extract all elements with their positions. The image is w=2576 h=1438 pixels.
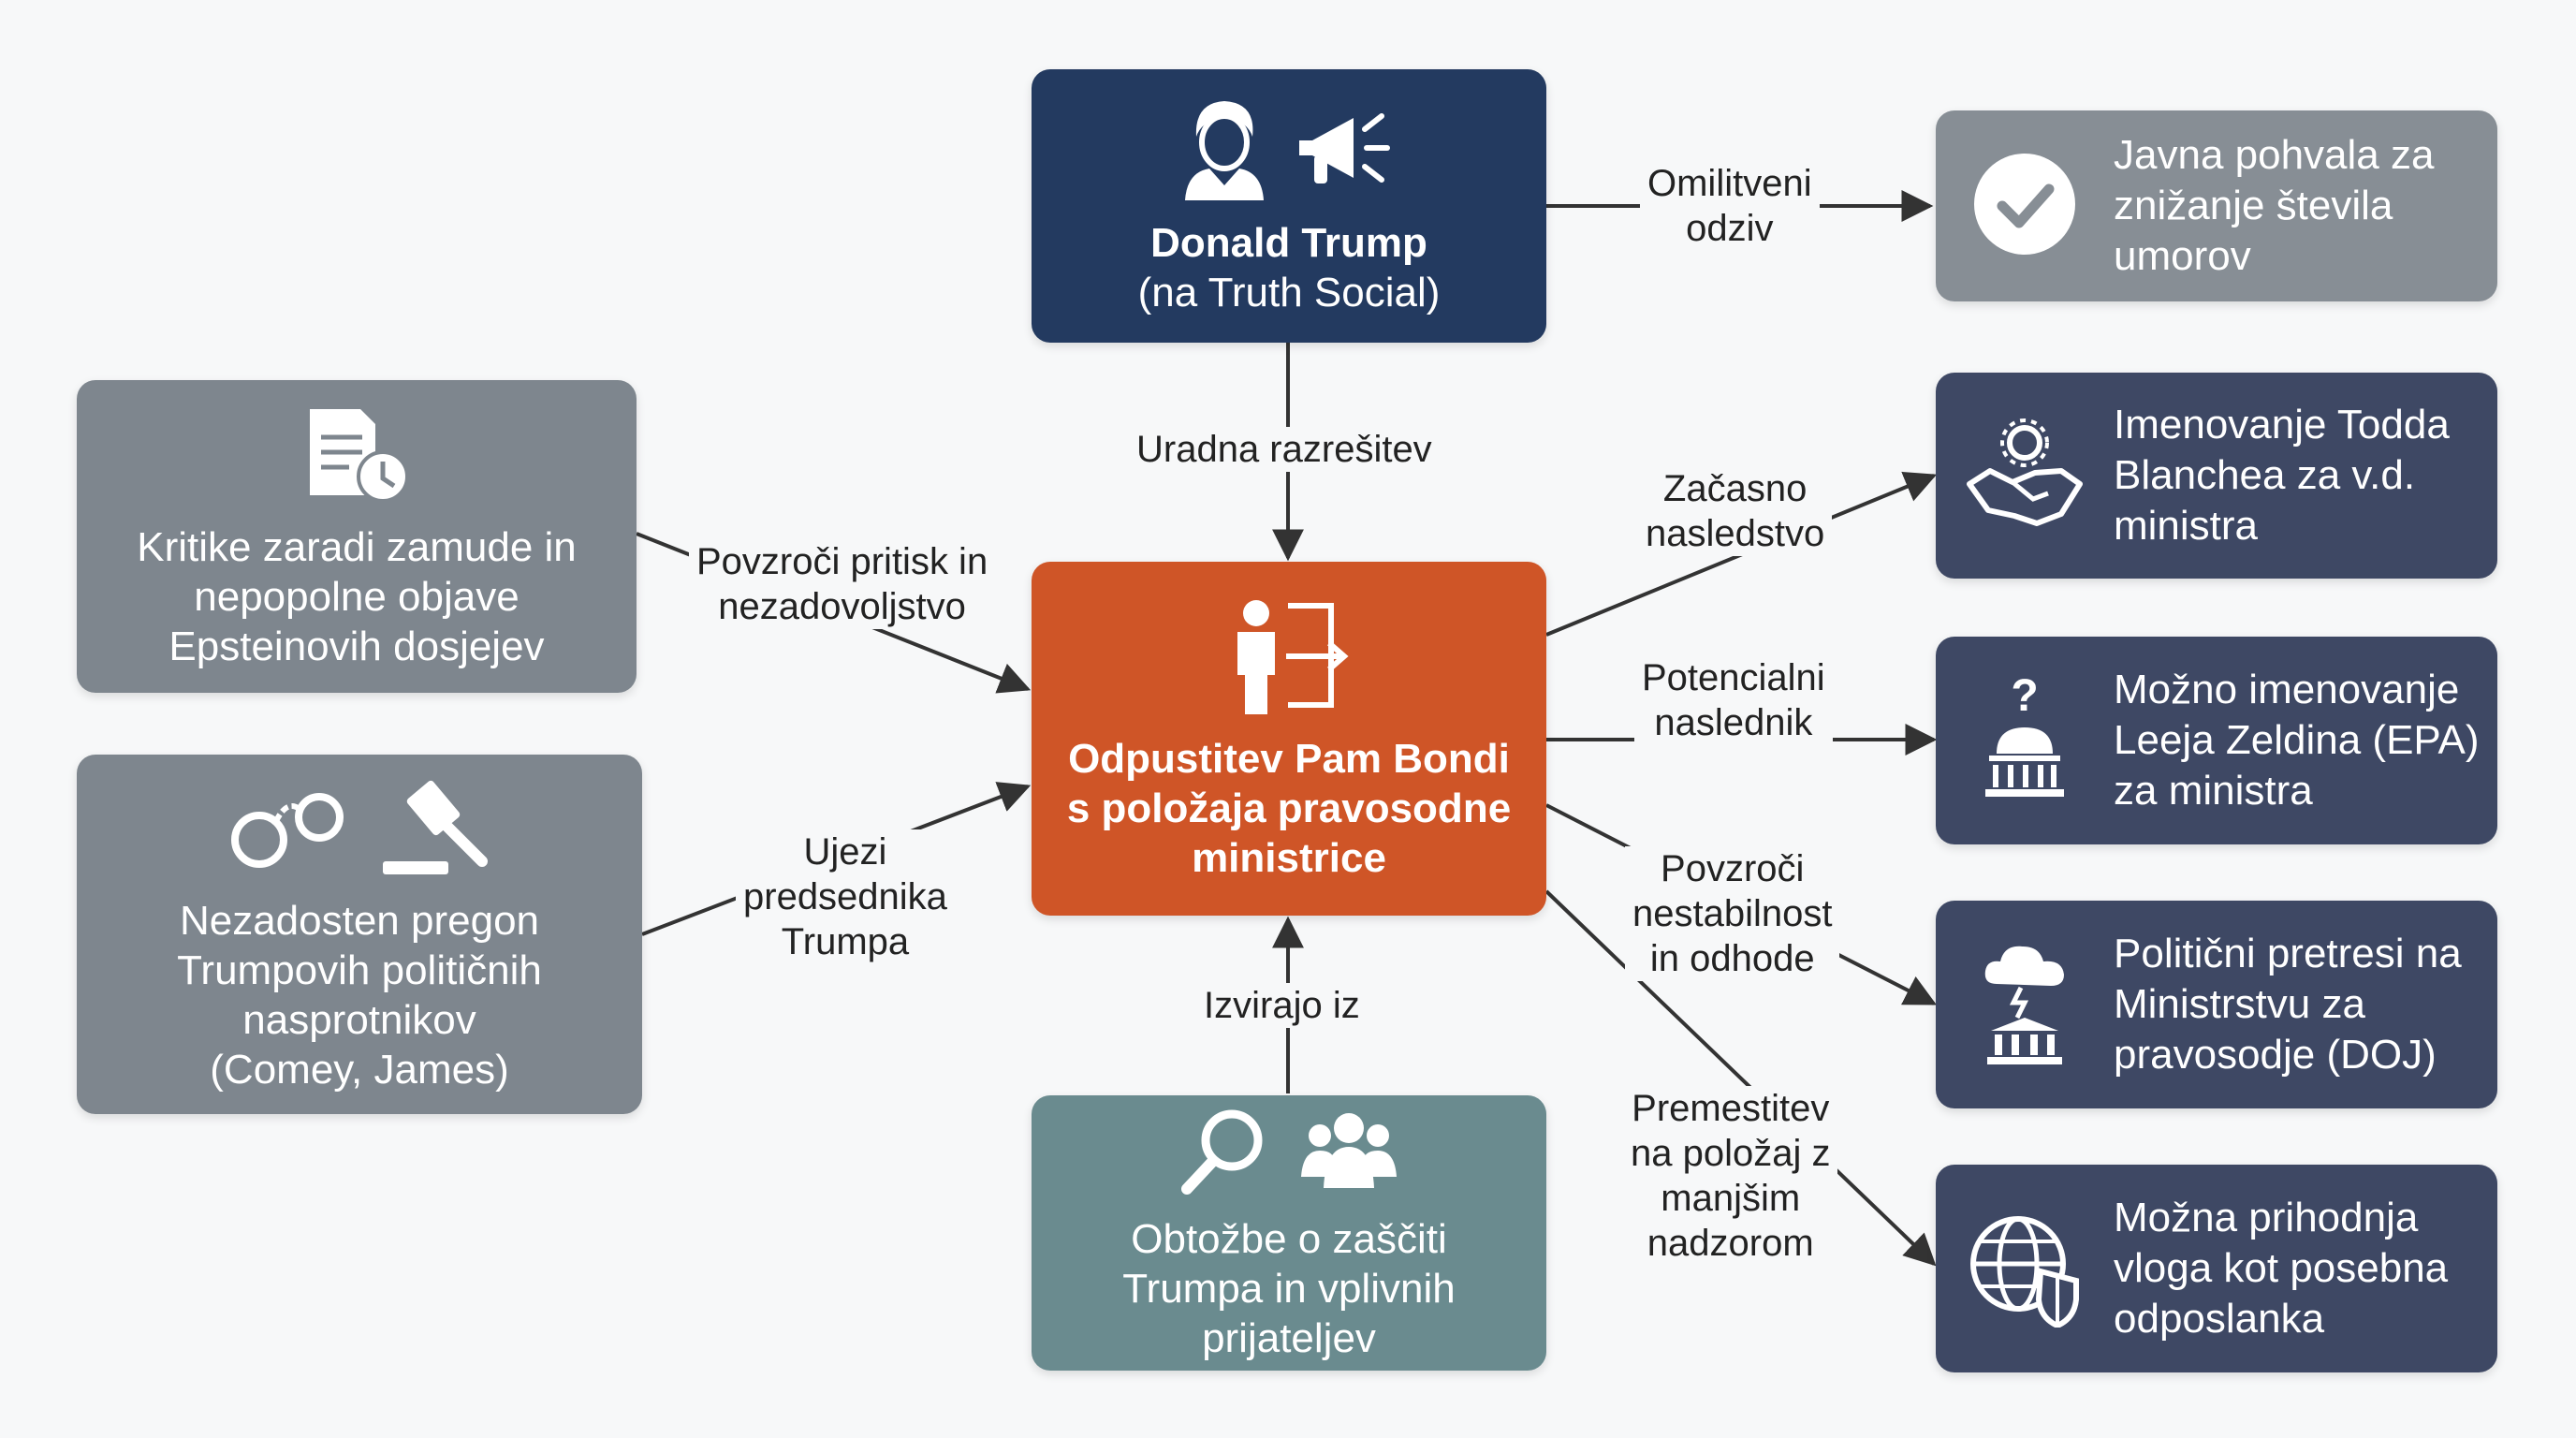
- edge-label-instability: Povzroči nestabilnost in odhode: [1625, 846, 1840, 981]
- checkmark-icon: [1972, 152, 2077, 261]
- node-zeldin-text: Možno imenovanje Leeja Zeldina (EPA) za …: [2114, 667, 2480, 814]
- svg-text:?: ?: [2011, 673, 2038, 721]
- edge-label-stem: Izvirajo iz: [1196, 983, 1368, 1028]
- node-dismissal-text: Odpustitev Pam Bondi s položaja pravosod…: [1066, 736, 1512, 881]
- node-accusations: Obtožbe o zaščiti Trumpa in vplivnih pri…: [1032, 1095, 1546, 1371]
- edge-label-transfer: Premestitev na položaj z manjšim nadzoro…: [1623, 1086, 1838, 1266]
- storm-courthouse-icon: [1978, 937, 2071, 1073]
- node-epstein-files: Kritike zaradi zamude in nepopolne objav…: [77, 380, 637, 693]
- node-accusations-text: Obtožbe o zaščiti Trumpa in vplivnih pri…: [1122, 1216, 1456, 1361]
- edge-label-official: Uradna razrešitev: [1129, 427, 1440, 472]
- node-doj-purges-text: Politični pretresi na Ministrstvu za pra…: [2114, 931, 2462, 1078]
- node-doj-purges: Politični pretresi na Ministrstvu za pra…: [1936, 901, 2497, 1108]
- node-zeldin: ? Možno imenovanje Leeja Zeldina (EPA) z…: [1936, 637, 2497, 844]
- megaphone-icon: [1294, 101, 1397, 199]
- edge-label-softened: Omilitveni odziv: [1640, 161, 1820, 251]
- node-donald-trump-title: Donald Trump: [1150, 219, 1427, 266]
- capitol-question-icon: ?: [1978, 671, 2071, 809]
- node-special-envoy-text: Možna prihodnja vloga kot posebna odposl…: [2114, 1195, 2449, 1342]
- edge-center-envoy: [1544, 889, 1937, 1267]
- node-public-praise-text: Javna pohvala za znižanje števila umorov: [2114, 132, 2435, 279]
- node-prosecution-text: Nezadosten pregon Trumpovih političnih n…: [177, 897, 542, 1093]
- node-epstein-files-text: Kritike zaradi zamude in nepopolne objav…: [137, 524, 577, 669]
- node-prosecution: Nezadosten pregon Trumpovih političnih n…: [77, 755, 642, 1114]
- group-icon: [1297, 1108, 1400, 1196]
- edge-label-pressure: Povzroči pritisk in nezadovoljstvo: [689, 539, 996, 629]
- node-blanche-text: Imenovanje Todda Blanchea za v.d. minist…: [2114, 402, 2450, 549]
- edge-label-temporary: Začasno nasledstvo: [1638, 466, 1833, 556]
- man-portrait-icon: [1181, 95, 1267, 205]
- node-donald-trump-subtitle: (na Truth Social): [1137, 269, 1441, 315]
- gavel-icon: [377, 775, 490, 883]
- node-special-envoy: Možna prihodnja vloga kot posebna odposl…: [1936, 1165, 2497, 1372]
- node-donald-trump: Donald Trump (na Truth Social): [1032, 69, 1546, 343]
- handshake-icon: [1964, 413, 2086, 539]
- edge-label-potential: Potencialni naslednik: [1634, 655, 1833, 745]
- edge-label-anger: Ujezi predsednika Trumpa: [736, 829, 955, 964]
- node-dismissal: Odpustitev Pam Bondi s položaja pravosod…: [1032, 562, 1546, 916]
- document-clock-icon: [300, 402, 413, 509]
- globe-shield-icon: [1964, 1206, 2086, 1332]
- node-public-praise: Javna pohvala za znižanje števila umorov: [1936, 110, 2497, 301]
- magnifier-icon: [1178, 1103, 1271, 1201]
- node-blanche: Imenovanje Todda Blanchea za v.d. minist…: [1936, 373, 2497, 579]
- handcuffs-icon: [229, 780, 351, 878]
- person-exit-icon: [1228, 594, 1350, 721]
